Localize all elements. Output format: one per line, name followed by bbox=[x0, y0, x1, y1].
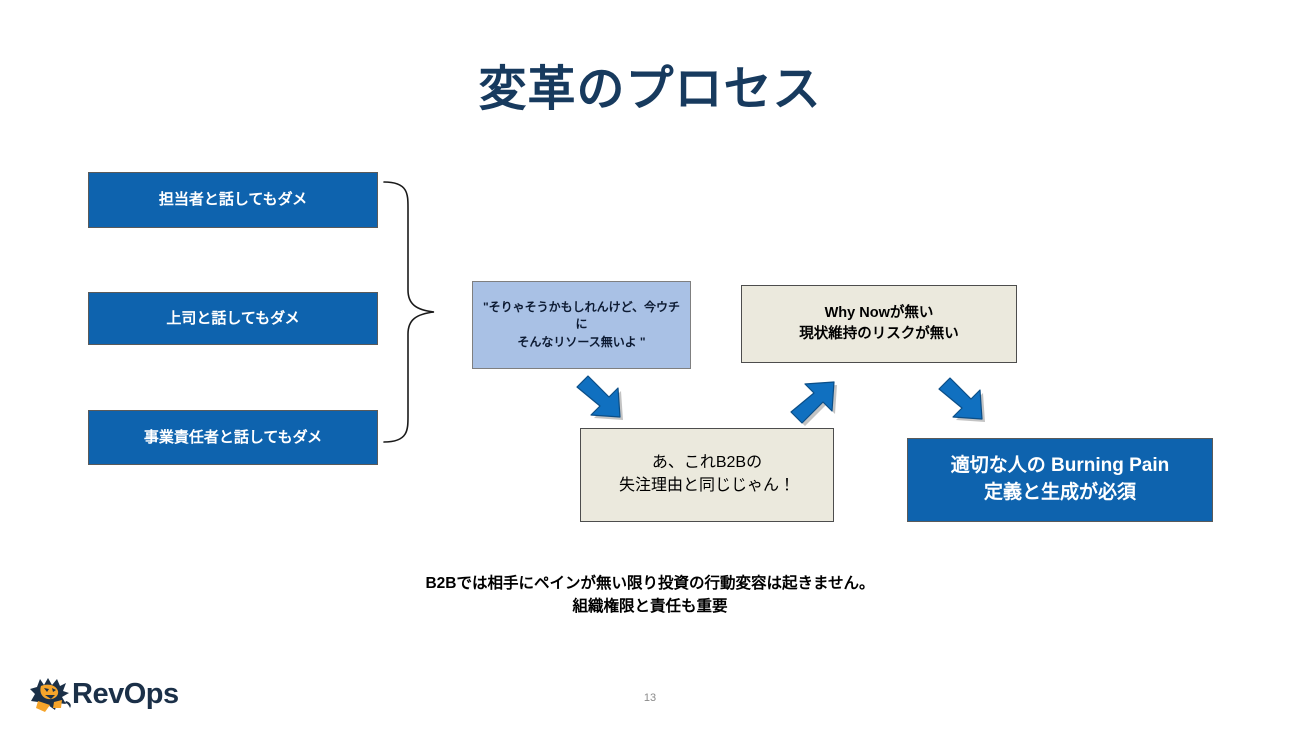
slide-caption: B2Bでは相手にペインが無い限り投資の行動変容は起きません。 組織権限と責任も重… bbox=[0, 572, 1300, 619]
quote-box-line-2: そんなリソース無いよ " bbox=[517, 334, 646, 349]
page-number: 13 bbox=[643, 692, 657, 704]
conclusion-box-burning-pain-text: 適切な人の Burning Pain 定義と生成が必須 bbox=[943, 453, 1178, 507]
b2b-box-line-2: 失注理由と同じじゃん！ bbox=[618, 477, 795, 494]
b2b-box-line-1: あ、これB2Bの bbox=[651, 454, 763, 472]
page-title: 変革のプロセス bbox=[478, 63, 822, 116]
process-box-business-owner: 事業責任者と話してもダメ bbox=[88, 410, 378, 465]
quote-box-no-resources: "そりゃそうかもしれんけど、今ウチに そんなリソース無いよ " bbox=[472, 281, 691, 369]
process-box-contact-person-label: 担当者と話してもダメ bbox=[158, 191, 308, 209]
arrow-down-right-icon-1 bbox=[576, 375, 623, 420]
quote-box-no-resources-text: "そりゃそうかもしれんけど、今ウチに そんなリソース無いよ " bbox=[473, 299, 690, 350]
insight-box-why-now: Why Nowが無い 現状維持のリスクが無い bbox=[741, 285, 1017, 363]
process-box-business-owner-label: 事業責任者と話してもダメ bbox=[143, 428, 323, 446]
slide-caption-line-2: 組織権限と責任も重要 bbox=[572, 598, 728, 616]
process-box-contact-person: 担当者と話してもダメ bbox=[88, 172, 378, 228]
arrow-down-right-icon-2 bbox=[938, 377, 985, 422]
process-box-manager: 上司と話してもダメ bbox=[88, 292, 378, 345]
conclusion-box-burning-pain: 適切な人の Burning Pain 定義と生成が必須 bbox=[907, 438, 1213, 522]
process-box-manager-label: 上司と話してもダメ bbox=[166, 309, 300, 327]
insight-box-why-now-text: Why Nowが無い 現状維持のリスクが無い bbox=[791, 303, 967, 344]
revops-logo: RevOps bbox=[28, 672, 188, 716]
curly-brace-icon bbox=[383, 181, 435, 443]
why-now-line-1: Why Nowが無い bbox=[824, 305, 934, 322]
burning-pain-line-2: 定義と生成が必須 bbox=[983, 482, 1136, 503]
quote-box-line-1: "そりゃそうかもしれんけど、今ウチに bbox=[482, 300, 681, 332]
why-now-line-2: 現状維持のリスクが無い bbox=[799, 326, 959, 342]
slide-caption-line-1: B2Bでは相手にペインが無い限り投資の行動変容は起きません。 bbox=[425, 575, 875, 592]
burning-pain-line-1: 適切な人の Burning Pain bbox=[950, 455, 1170, 477]
insight-box-b2b-lost-deal: あ、これB2Bの 失注理由と同じじゃん！ bbox=[580, 428, 834, 522]
revops-logo-text: RevOps bbox=[72, 677, 179, 710]
insight-box-b2b-lost-deal-text: あ、これB2Bの 失注理由と同じじゃん！ bbox=[611, 452, 803, 497]
lion-head-icon bbox=[30, 678, 71, 712]
arrow-up-right-icon bbox=[790, 381, 837, 426]
